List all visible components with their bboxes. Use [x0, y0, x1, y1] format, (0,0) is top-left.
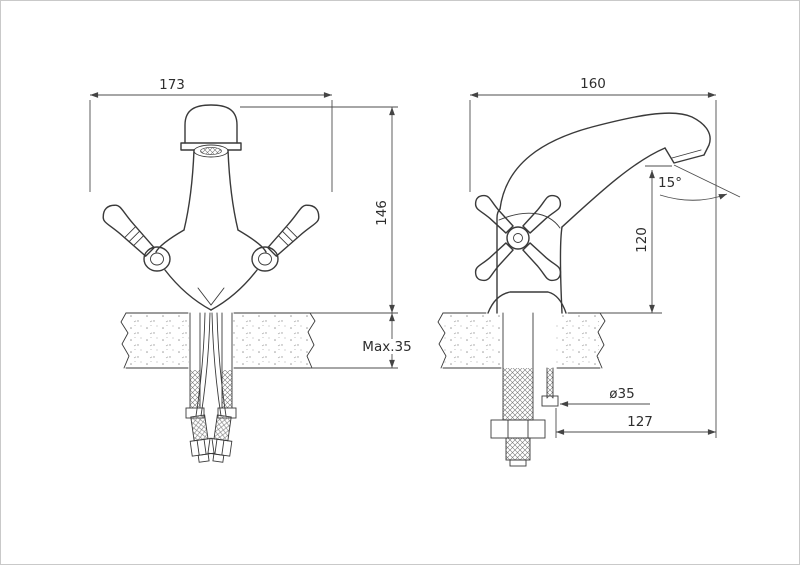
- supply-hose-right: [207, 312, 233, 463]
- handle-hub-left: [143, 246, 171, 272]
- max-thickness-label: Max.35: [362, 339, 411, 355]
- spout-height-label: 120: [634, 227, 650, 253]
- spout-reach-label: 127: [627, 414, 653, 430]
- dimension-overall-width: 173: [89, 77, 333, 192]
- overall-depth-label: 160: [580, 76, 606, 92]
- supply-hose-left: [189, 312, 215, 463]
- dimension-max-thickness: Max.35: [310, 313, 418, 369]
- dimension-spout-reach: 127: [555, 408, 716, 438]
- faucet-body-front: [143, 104, 279, 311]
- handle-right: [267, 204, 320, 257]
- overall-width-label: 173: [159, 77, 185, 93]
- faucet-body-side: [487, 112, 711, 314]
- dimension-spout-height: 120: [600, 165, 672, 314]
- countertop-section-front: [120, 312, 316, 369]
- dimension-body-height: 146: [240, 106, 398, 314]
- cross-handle-side: [474, 194, 562, 282]
- handle-left: [102, 204, 155, 257]
- countertop-section-side: [437, 312, 606, 369]
- shank-and-fittings-side: [490, 312, 559, 467]
- front-view: 173 146 Max.35: [89, 77, 418, 463]
- handle-hub-right: [251, 246, 279, 272]
- hole-diameter-annotation: ø35: [560, 386, 650, 407]
- hole-diameter-label: ø35: [609, 386, 634, 402]
- dimension-overall-depth: 160: [469, 76, 717, 438]
- spout-angle-annotation: 15°: [658, 164, 741, 201]
- body-height-label: 146: [374, 200, 390, 226]
- spout-outlet: [664, 147, 705, 164]
- spout-angle-label: 15°: [658, 175, 682, 191]
- side-view: 160 15° 120 ø35 127: [437, 76, 741, 467]
